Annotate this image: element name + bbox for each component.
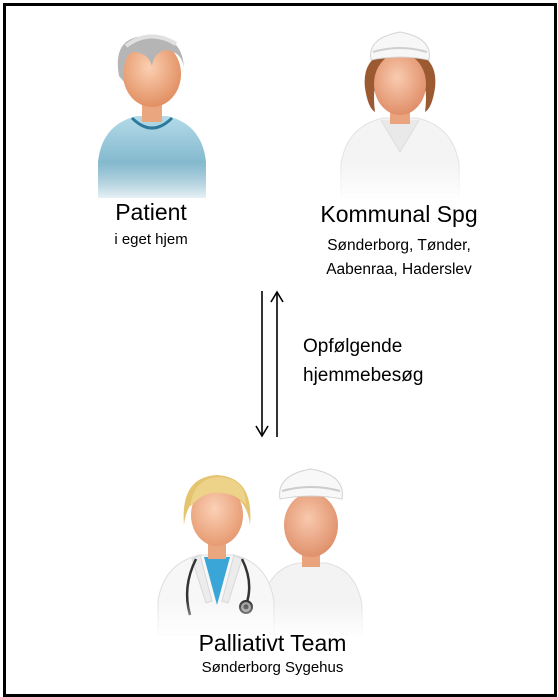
team-subtitle: Sønderborg Sygehus (201, 659, 344, 676)
arrow-down-icon (255, 291, 269, 438)
kommunal-title: Kommunal Spg (320, 201, 478, 227)
arrow-up-icon (270, 290, 284, 437)
kommunal-subtitle-line2: Aabenraa, Haderslev (326, 261, 472, 278)
palliative-team-icon (150, 468, 380, 635)
arrows-connector (255, 290, 284, 438)
patient-avatar-icon (92, 34, 212, 198)
arrow-label-line2: hjemmebesøg (303, 365, 424, 386)
patient-subtitle: i eget hjem (114, 231, 188, 248)
arrow-label-line1: Opfølgende (303, 336, 403, 357)
team-title: Palliativt Team (198, 630, 347, 656)
doctor-avatar-icon (157, 475, 275, 635)
kommunal-subtitle-line1: Sønderborg, Tønder, (327, 237, 471, 254)
patient-title: Patient (115, 199, 187, 225)
nurse-avatar-icon (337, 31, 463, 198)
